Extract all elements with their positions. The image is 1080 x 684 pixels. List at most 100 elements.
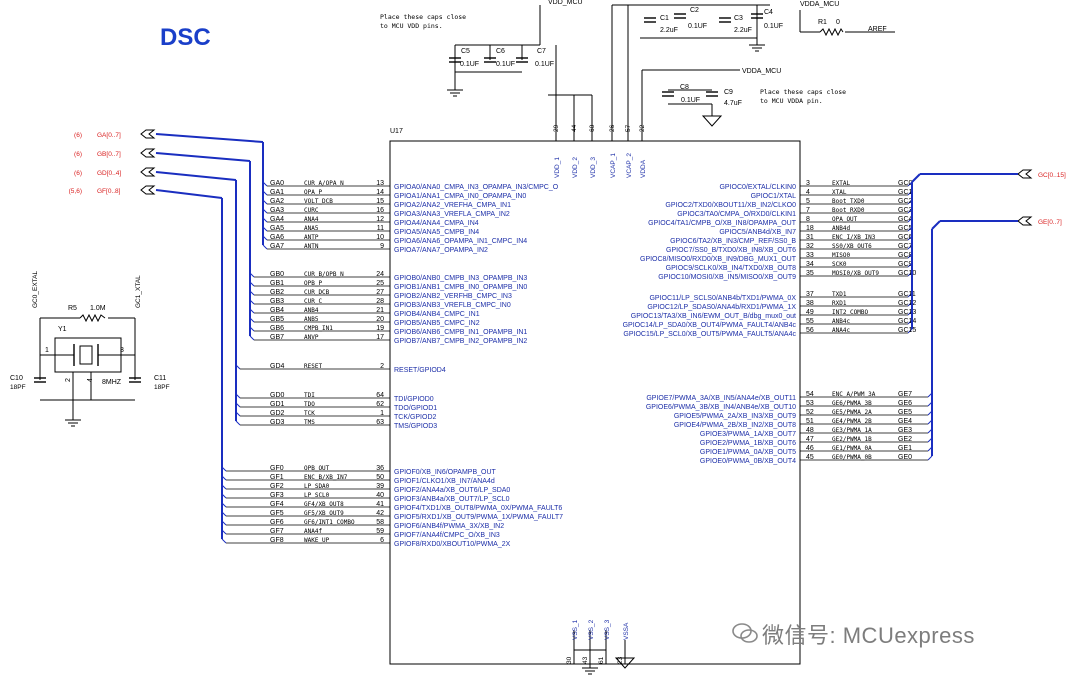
right-pin-number: 52 <box>806 409 814 416</box>
left-pin-number: 63 <box>376 419 384 426</box>
bus-port-icon <box>140 129 156 139</box>
left-pin-function: GPIOB7/ANB7_CMPB_IN2_OPAMPB_IN2 <box>394 338 527 345</box>
cap-value: 0.1UF <box>764 23 783 30</box>
bus-sheet-ref: (6) <box>74 151 82 158</box>
right-signal-label: GE2/PWMA_1B <box>832 436 872 443</box>
left-net-label: GF8 <box>270 537 284 544</box>
left-pin-number: 19 <box>376 325 384 332</box>
ground-icon <box>582 667 598 675</box>
right-net-label: GE7 <box>898 391 912 398</box>
right-pin-number: 33 <box>806 252 814 259</box>
right-pin-number: 55 <box>806 318 814 325</box>
left-pin-number: 40 <box>376 492 384 499</box>
right-pin-function: GPIOC4/TA1/CMPB_O/XB_IN8/OPAMPA_OUT <box>648 220 797 227</box>
right-pin-function: GPIOE6/PWMA_3B/XB_IN4/ANB4e/XB_OUT10 <box>646 404 796 411</box>
ground-icon <box>65 419 81 427</box>
bus-sheet-ref: (6) <box>74 132 82 139</box>
right-net-label: GE0 <box>898 454 912 461</box>
cap-value: 0.1UF <box>535 61 554 68</box>
bus-entry <box>249 335 255 341</box>
right-pin-number: 49 <box>806 309 814 316</box>
cap-ref: C8 <box>680 84 689 91</box>
r1-ref: R1 <box>818 19 827 26</box>
resistor-r5 <box>79 313 106 323</box>
left-pin-number: 27 <box>376 289 384 296</box>
wechat-icon <box>732 623 758 643</box>
left-net-label: GF1 <box>270 474 284 481</box>
left-pin-function: GPIOA6/ANA6_OPAMPA_IN1_CMPC_IN4 <box>394 238 527 245</box>
left-pin-number: 64 <box>376 392 384 399</box>
left-pin-number: 58 <box>376 519 384 526</box>
bottom-pin-name: VSS_2 <box>588 619 595 640</box>
crystal-net-left: GC0_EXTAL <box>32 271 39 308</box>
right-pin-function: GPIOC9/SCLK0/XB_IN4/TXD0/XB_OUT8 <box>666 265 796 272</box>
right-pin-function: GPIOE4/PWMA_2B/XB_IN2/XB_OUT8 <box>674 422 796 429</box>
right-signal-label: GE0/PWMA_0B <box>832 454 872 461</box>
left-signal-label: WAKE_UP <box>304 537 330 544</box>
right-net-label: GC13 <box>898 309 916 316</box>
left-pin-function: GPIOF6/ANB4f/PWMA_3X/XB_IN2 <box>394 523 504 530</box>
right-pin-number: 8 <box>806 216 810 223</box>
left-pin-number: 25 <box>376 280 384 287</box>
left-net-label: GA0 <box>270 180 284 187</box>
bus-line <box>931 220 941 230</box>
left-pin-function: GPIOA0/ANA0_CMPA_IN3_OPAMPA_IN3/CMPC_O <box>394 184 559 191</box>
left-pin-number: 24 <box>376 271 384 278</box>
ground-triangle-icon <box>701 115 723 127</box>
left-pin-number: 36 <box>376 465 384 472</box>
left-pin-number: 16 <box>376 207 384 214</box>
net-vdda-mcu-top: VDDA_MCU <box>800 1 839 8</box>
right-pin-number: 45 <box>806 454 814 461</box>
left-pin-function: TDO/GPIOD1 <box>394 405 437 412</box>
left-signal-label: ANA4 <box>304 216 319 223</box>
left-pin-number: 42 <box>376 510 384 517</box>
right-pin-number: 5 <box>806 198 810 205</box>
left-net-label: GB6 <box>270 325 284 332</box>
top-pin-name: VDDA <box>640 159 647 178</box>
left-signal-label: CURC <box>304 207 319 214</box>
bottom-pin-number: 30 <box>566 656 573 664</box>
bus-sheet-ref: (6) <box>74 170 82 177</box>
top-pin-name: VDD_1 <box>554 157 561 178</box>
left-pin-number: 12 <box>376 216 384 223</box>
top-pin-number: 44 <box>571 124 578 132</box>
left-net-label: GD4 <box>270 363 285 370</box>
c10-value: 18PF <box>10 384 26 391</box>
right-signal-label: GE4/PWMA_2B <box>832 418 872 425</box>
left-signal-label: ANTP <box>304 234 319 241</box>
top-pin-name: VCAP_2 <box>626 153 633 178</box>
cap-ref: C5 <box>461 48 470 55</box>
left-net-label: GB4 <box>270 307 284 314</box>
left-net-label: GA1 <box>270 189 284 196</box>
top-pin-number: 29 <box>553 124 560 132</box>
left-net-label: GB5 <box>270 316 284 323</box>
right-net-label: GE1 <box>898 445 912 452</box>
crystal-element <box>79 345 93 365</box>
r1-value: 0 <box>836 19 840 26</box>
left-pin-number: 39 <box>376 483 384 490</box>
right-net-label: GC8 <box>898 252 913 259</box>
left-net-label: GF7 <box>270 528 284 535</box>
right-signal-label: ENC_A/PWM_3A <box>832 391 876 398</box>
ic-ref: U17 <box>390 128 403 135</box>
right-pin-number: 53 <box>806 400 814 407</box>
cap-value: 0.1UF <box>681 97 700 104</box>
right-net-label: GE3 <box>898 427 912 434</box>
right-pin-function: GPIOE5/PWMA_2A/XB_IN3/XB_OUT9 <box>674 413 796 420</box>
left-signal-label: OPA_P <box>304 189 322 196</box>
right-signal-label: EXTAL <box>832 180 850 187</box>
bottom-pin-name: VSS_1 <box>572 619 579 640</box>
c11-ref: C11 <box>154 375 166 382</box>
right-signal-label: GE5/PWMA_2A <box>832 409 872 416</box>
left-pin-number: 17 <box>376 334 384 341</box>
left-pin-function: GPIOB0/ANB0_CMPB_IN3_OPAMPB_IN3 <box>394 275 527 282</box>
right-net-label: GE6 <box>898 400 912 407</box>
bus-name: GA[0..7] <box>97 132 121 139</box>
left-net-label: GA6 <box>270 234 284 241</box>
bus-port-icon <box>1017 216 1033 226</box>
right-net-label: GC15 <box>898 327 916 334</box>
left-net-label: GD2 <box>270 410 285 417</box>
left-signal-label: GF4/XB_OUT8 <box>304 501 344 508</box>
note-vdda-line1: Place these caps close <box>760 88 846 96</box>
left-signal-label: ANA5 <box>304 225 319 232</box>
